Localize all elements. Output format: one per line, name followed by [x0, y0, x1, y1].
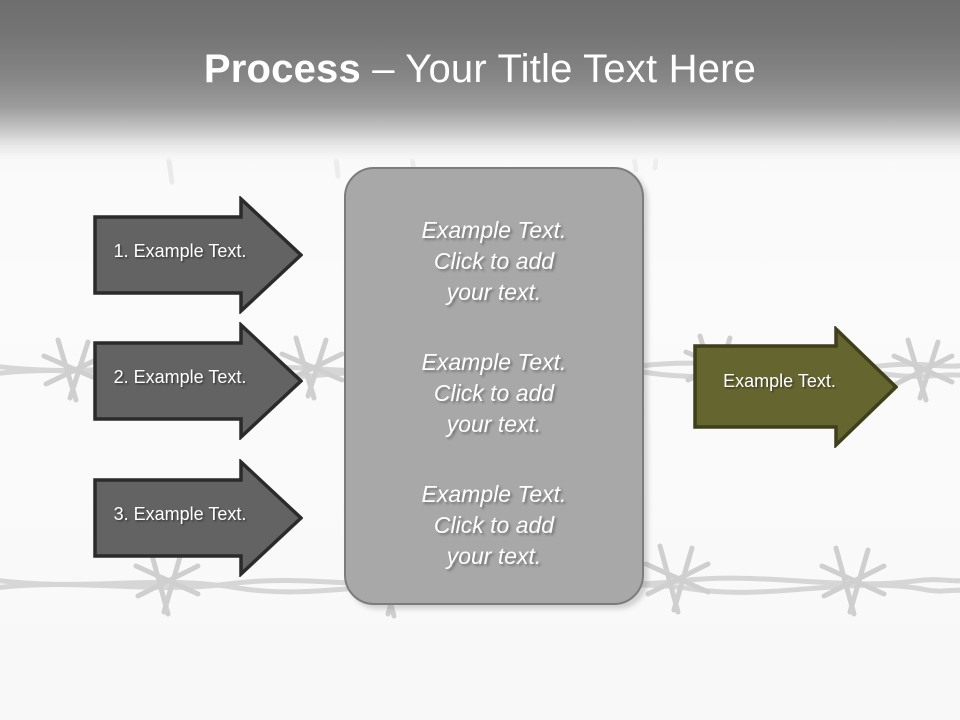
- process-detail-paragraph-3: Example Text. Click to add your text.: [421, 481, 567, 569]
- page-title: Process – Your Title Text Here: [0, 44, 960, 94]
- process-step-arrow-2[interactable]: 2. Example Text.: [93, 320, 304, 442]
- page-title-rest: – Your Title Text Here: [360, 47, 757, 91]
- process-step-arrow-1[interactable]: 1. Example Text.: [93, 194, 304, 316]
- page-title-strong: Process: [203, 47, 361, 91]
- process-step-arrow-3[interactable]: 3. Example Text.: [93, 457, 304, 579]
- process-detail-paragraph-1: Example Text. Click to add your text.: [421, 217, 567, 305]
- arrow-right-shape-icon: [93, 457, 304, 579]
- process-detail-box[interactable]: Example Text. Click to add your text. Ex…: [344, 167, 644, 605]
- process-detail-paragraph-2: Example Text. Click to add your text.: [421, 349, 567, 437]
- arrow-right-shape-icon: [693, 324, 899, 450]
- header-gradient-band: [0, 0, 960, 162]
- arrow-right-shape-icon: [93, 320, 304, 442]
- arrow-right-shape-icon: [93, 194, 304, 316]
- process-output-arrow[interactable]: Example Text.: [693, 324, 899, 450]
